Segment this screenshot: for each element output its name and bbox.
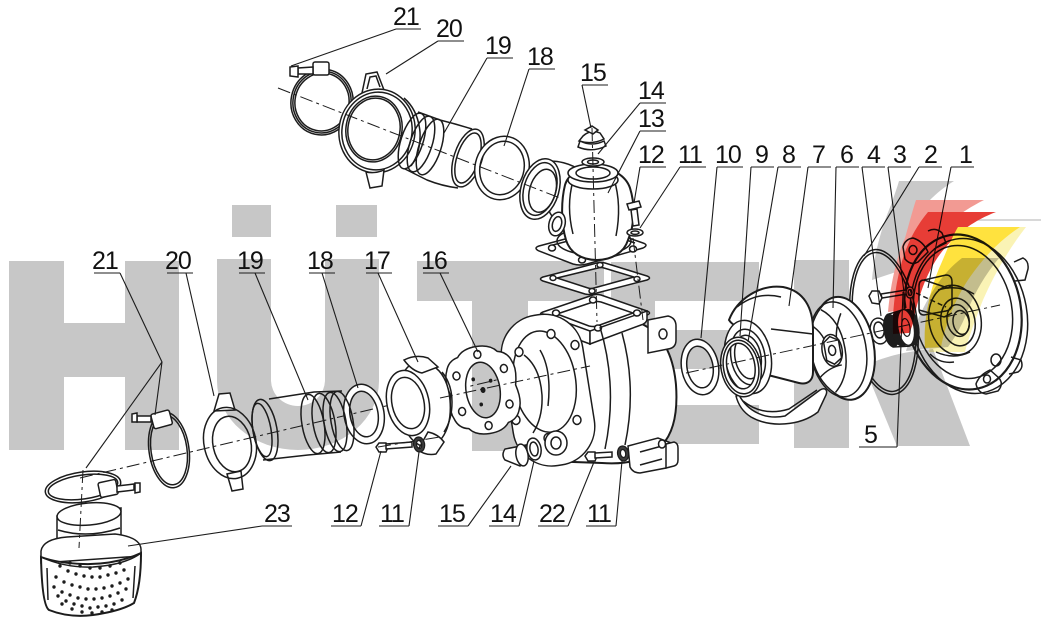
svg-text:10: 10 [715,141,741,169]
svg-text:8: 8 [782,141,795,169]
svg-text:11: 11 [587,500,611,528]
svg-text:1: 1 [959,141,972,169]
svg-text:15: 15 [580,59,606,87]
svg-text:5: 5 [864,421,877,449]
svg-text:12: 12 [332,500,358,528]
svg-text:15: 15 [439,500,465,528]
svg-text:20: 20 [165,247,191,275]
svg-text:16: 16 [421,247,447,275]
svg-text:6: 6 [840,141,853,169]
svg-text:21: 21 [393,3,419,31]
svg-text:22: 22 [539,500,565,528]
svg-text:23: 23 [264,500,290,528]
svg-text:11: 11 [380,500,404,528]
svg-text:7: 7 [812,141,825,169]
svg-text:18: 18 [307,247,333,275]
svg-text:13: 13 [638,105,664,133]
svg-text:17: 17 [364,247,390,275]
svg-text:14: 14 [638,77,665,105]
svg-text:14: 14 [490,500,517,528]
svg-text:21: 21 [92,247,118,275]
svg-text:12: 12 [638,141,664,169]
svg-text:2: 2 [924,141,937,169]
svg-text:9: 9 [755,141,768,169]
svg-text:18: 18 [527,43,553,71]
svg-text:19: 19 [485,32,511,60]
svg-text:20: 20 [436,15,462,43]
svg-text:19: 19 [237,247,263,275]
svg-text:4: 4 [867,141,881,169]
svg-text:3: 3 [893,141,906,169]
svg-text:11: 11 [678,141,702,169]
